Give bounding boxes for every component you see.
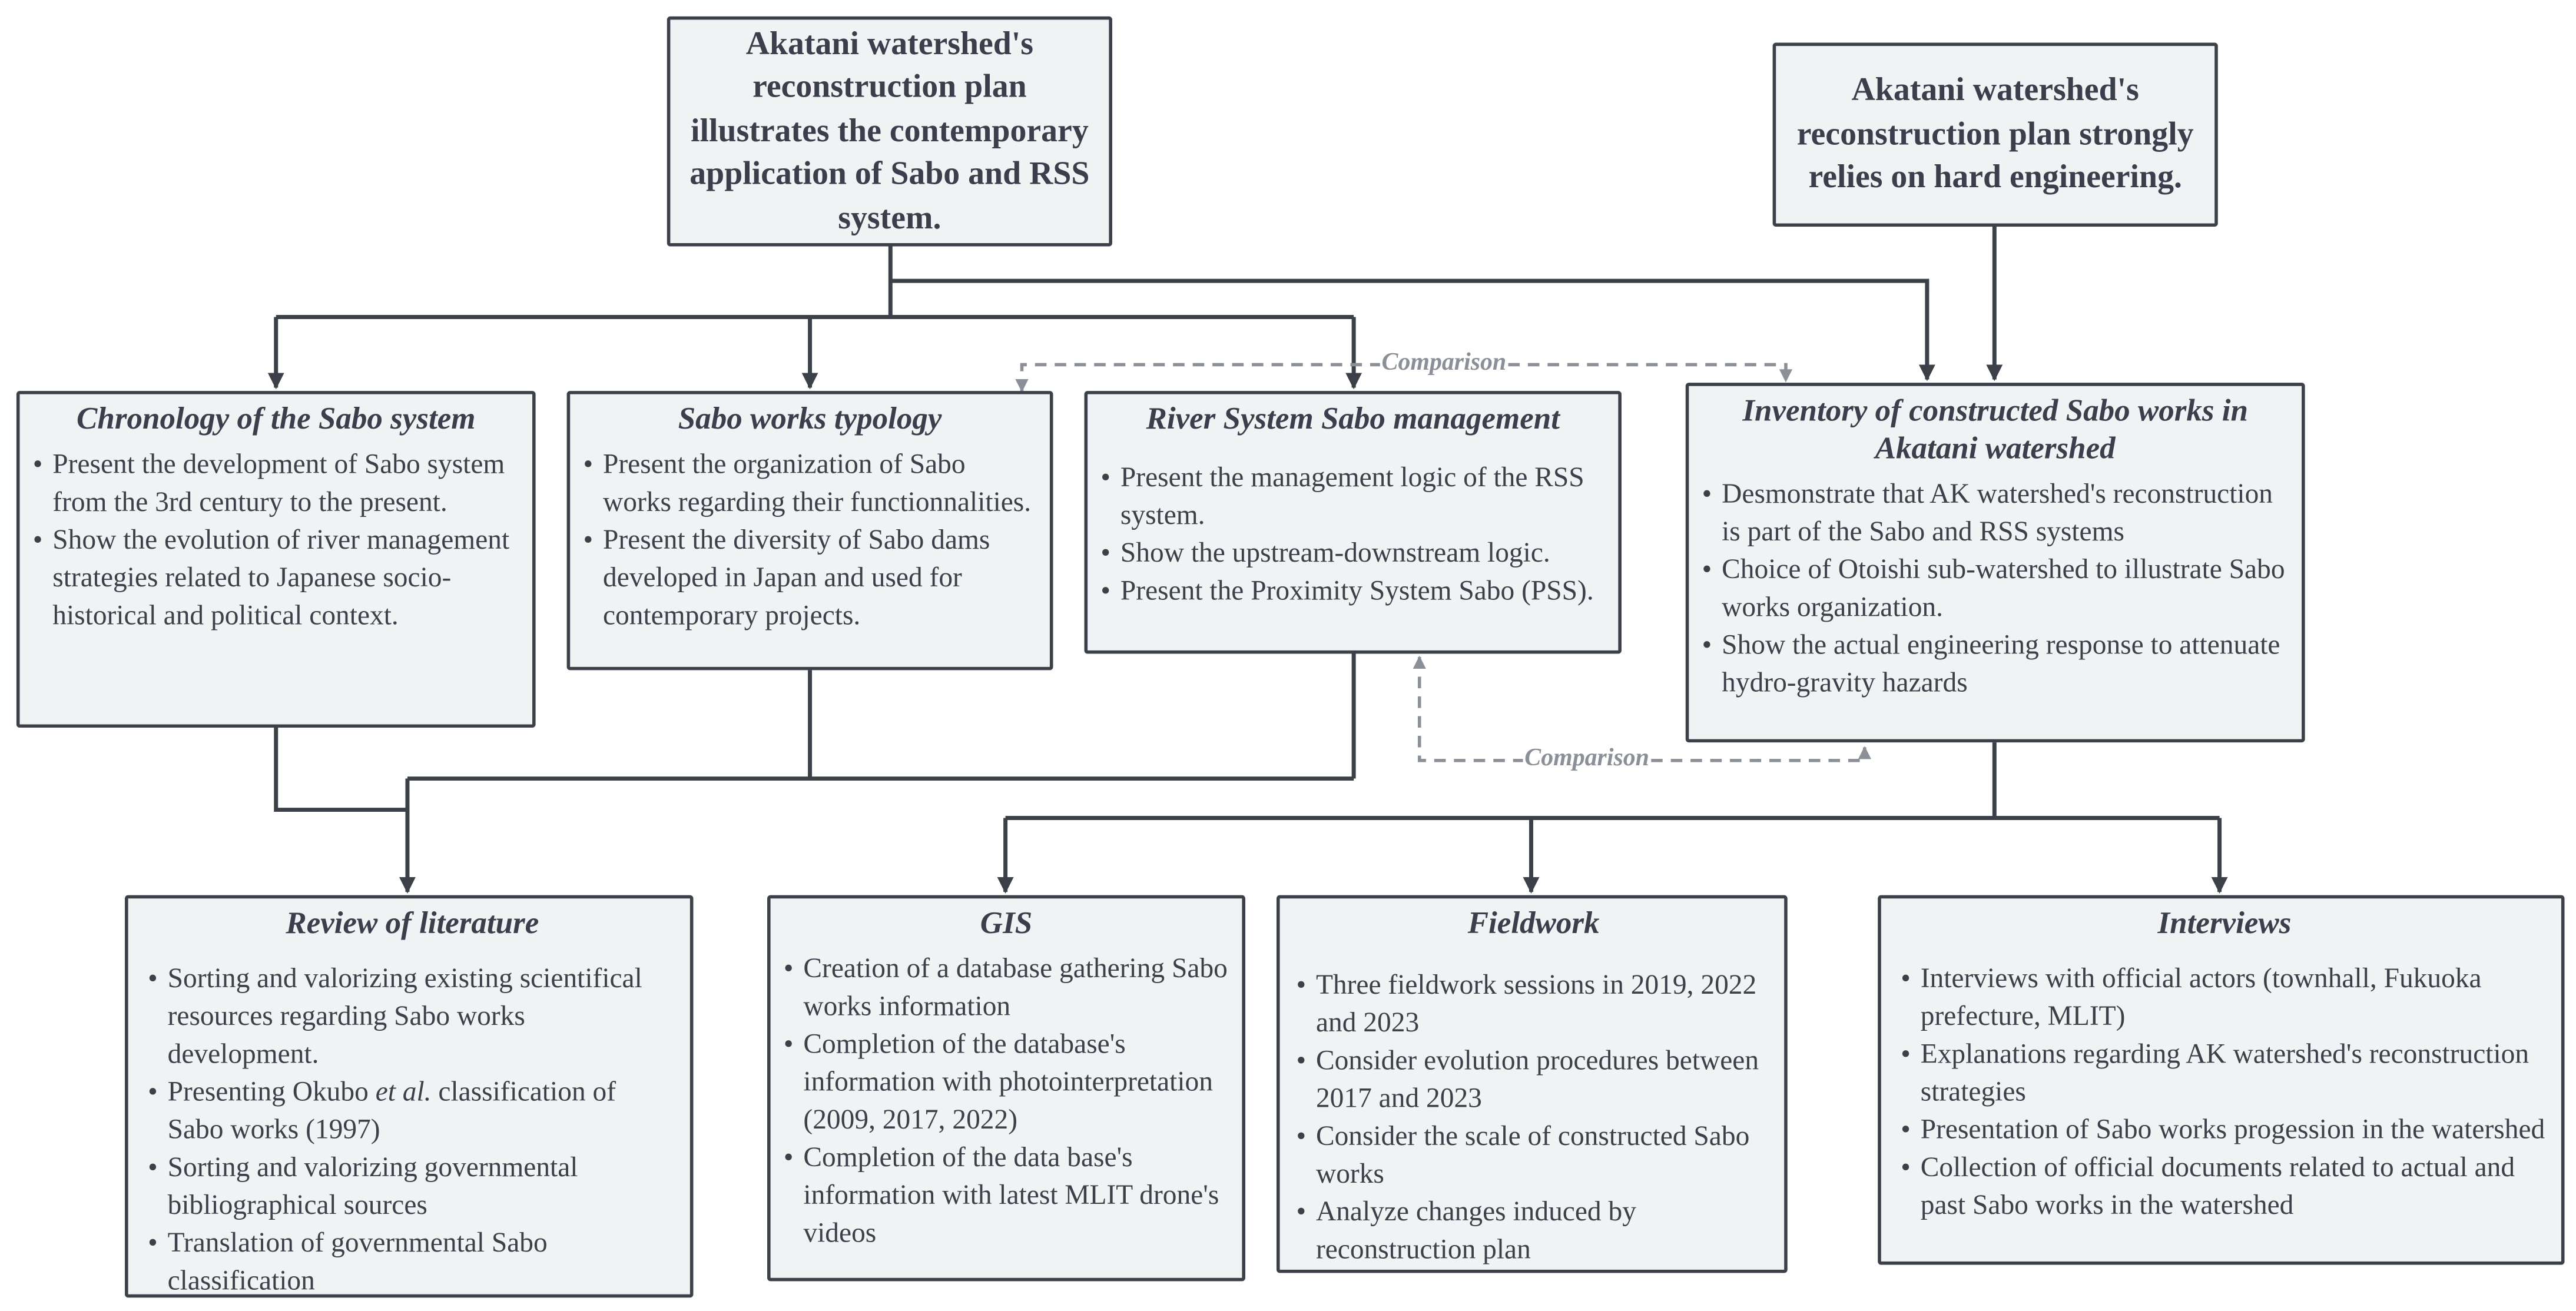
method-list-literature: Sorting and valorizing existing scientif… [148,959,677,1299]
method-box-gis: GIS Creation of a database gathering Sab… [767,895,1245,1282]
list-item: Three fieldwork sessions in 2019, 2022 a… [1296,966,1771,1041]
list-item: Present the diversity of Sabo dams devel… [584,520,1037,634]
hypothesis-box-2: Akatani watershed's reconstruction plan … [1772,42,2218,227]
theme-box-inventory: Inventory of constructed Sabo works in A… [1685,383,2305,743]
list-item: Show the upstream-downstream logic. [1100,534,1605,572]
method-list-gis: Creation of a database gathering Sabo wo… [784,950,1229,1252]
list-item: Present the Proximity System Sabo (PSS). [1100,572,1605,609]
et-al-italic: et al. [375,1076,432,1107]
hypothesis-text-1: Akatani watershed's reconstruction plan … [689,25,1090,237]
list-item: Interviews with official actors (townhal… [1901,959,2548,1034]
list-item: Sorting and valorizing existing scientif… [148,959,677,1073]
list-item: Presenting Okubo et al. classification o… [148,1073,677,1148]
method-title-gis: GIS [980,907,1033,941]
list-item: Explanations regarding AK watershed's re… [1901,1035,2548,1110]
list-item: Analyze changes induced by reconstructio… [1296,1193,1771,1268]
list-item: Creation of a database gathering Sabo wo… [784,950,1229,1025]
theme-list-typology: Present the organization of Sabo works r… [584,445,1037,634]
method-title-interviews: Interviews [2157,907,2292,941]
list-item: Show the evolution of river management s… [33,520,519,634]
theme-list-chronology: Present the development of Sabo system f… [33,445,519,634]
method-box-interviews: Interviews Interviews with official acto… [1878,895,2565,1265]
list-item: Collection of official documents related… [1901,1148,2548,1223]
list-item: Sorting and valorizing governmental bibl… [148,1148,677,1223]
list-item: Consider evolution procedures between 20… [1296,1041,1771,1117]
list-item: Present the development of Sabo system f… [33,445,519,520]
method-box-fieldwork: Fieldwork Three fieldwork sessions in 20… [1276,895,1788,1273]
list-item: Presentation of Sabo works progession in… [1901,1110,2548,1148]
theme-box-typology: Sabo works typology Present the organiza… [566,391,1053,671]
connector-h1-to-inventory [890,278,1935,381]
list-item: Choice of Otoishi sub-watershed to illus… [1702,550,2289,626]
comparison-top-line [1015,363,1793,393]
list-item: Completion of the data base's informatio… [784,1139,1229,1252]
comparison-label-bottom: Comparison [1523,744,1651,774]
theme-title-inventory: Inventory of constructed Sabo works in A… [1742,394,2248,467]
theme-box-chronology: Chronology of the Sabo system Present th… [16,391,536,728]
list-item: Consider the scale of constructed Sabo w… [1296,1117,1771,1192]
comparison-label-top: Comparison [1380,348,1509,378]
theme-list-inventory: Desmonstrate that AK watershed's reconst… [1702,474,2289,701]
connector-chronology-down [274,728,407,812]
list-item: Translation of governmental Sabo classif… [148,1224,677,1299]
theme-title-rss: River System Sabo management [1146,402,1560,437]
method-title-fieldwork: Fieldwork [1467,907,1600,941]
method-box-literature: Review of literature Sorting and valoriz… [125,895,694,1299]
method-title-literature: Review of literature [286,907,539,941]
list-item: Present the organization of Sabo works r… [584,445,1037,520]
list-item: Completion of the database's information… [784,1025,1229,1139]
method-list-interviews: Interviews with official actors (townhal… [1901,959,2548,1223]
theme-title-chronology: Chronology of the Sabo system [77,402,476,437]
theme-title-typology: Sabo works typology [678,402,942,437]
hypothesis-box-1: Akatani watershed's reconstruction plan … [667,16,1112,247]
list-item: Present the management logic of the RSS … [1100,458,1605,533]
theme-list-rss: Present the management logic of the RSS … [1100,458,1605,609]
list-item: Show the actual engineering response to … [1702,626,2289,701]
theme-box-rss: River System Sabo management Present the… [1084,391,1622,654]
method-list-fieldwork: Three fieldwork sessions in 2019, 2022 a… [1296,966,1771,1268]
list-item: Desmonstrate that AK watershed's reconst… [1702,474,2289,550]
hypothesis-text-2: Akatani watershed's reconstruction plan … [1796,72,2194,196]
